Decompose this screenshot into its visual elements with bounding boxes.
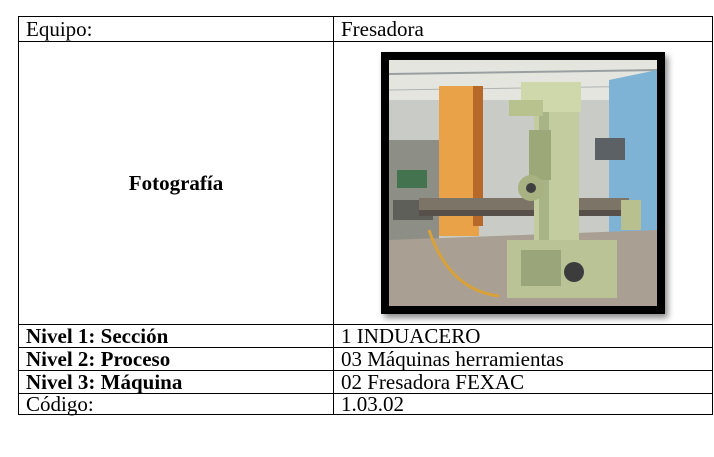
nivel1-label: Nivel 1: Sección	[18, 324, 334, 348]
milling-machine-photo	[389, 60, 657, 306]
nivel3-label: Nivel 3: Máquina	[18, 370, 334, 394]
fotografia-cell	[333, 41, 713, 325]
row-nivel1: Nivel 1: Sección 1 INDUACERO	[18, 324, 713, 348]
row-codigo: Código: 1.03.02	[18, 393, 713, 415]
row-nivel2: Nivel 2: Proceso 03 Máquinas herramienta…	[18, 347, 713, 371]
photo-frame	[381, 52, 665, 314]
codigo-label: Código:	[18, 393, 334, 415]
nivel1-value: 1 INDUACERO	[333, 324, 713, 348]
equipo-label: Equipo:	[18, 16, 334, 42]
fotografia-label: Fotografía	[18, 41, 334, 325]
equipment-info-table: Equipo: Fresadora Fotografía	[18, 16, 713, 415]
codigo-value: 1.03.02	[333, 393, 713, 415]
nivel2-label: Nivel 2: Proceso	[18, 347, 334, 371]
equipo-value: Fresadora	[333, 16, 713, 42]
row-equipo: Equipo: Fresadora	[18, 16, 713, 42]
nivel3-value: 02 Fresadora FEXAC	[333, 370, 713, 394]
row-nivel3: Nivel 3: Máquina 02 Fresadora FEXAC	[18, 370, 713, 394]
row-fotografia: Fotografía	[18, 41, 713, 325]
nivel2-value: 03 Máquinas herramientas	[333, 347, 713, 371]
